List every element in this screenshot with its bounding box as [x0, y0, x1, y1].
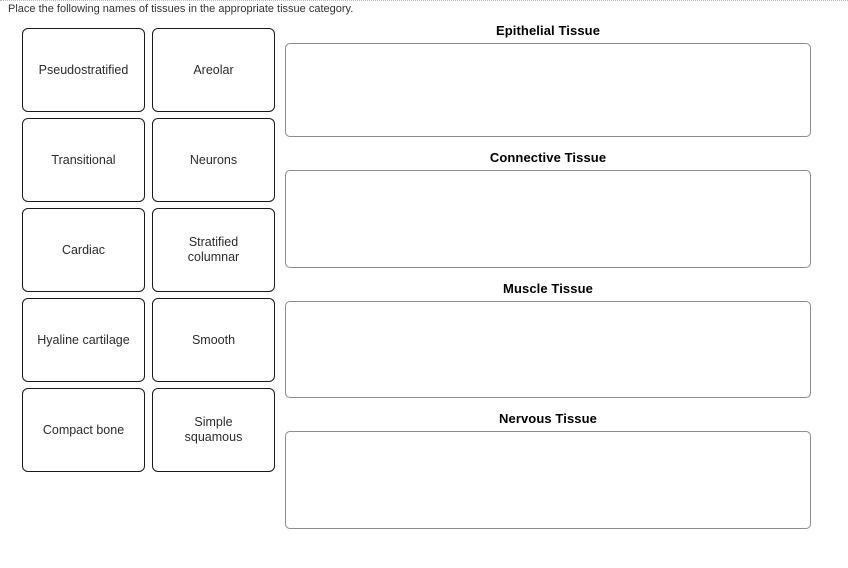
category-nervous: Nervous Tissue [285, 410, 811, 529]
dropzone-epithelial[interactable] [285, 43, 811, 137]
tile-label: Cardiac [61, 242, 106, 257]
tile-label: Smooth [191, 332, 236, 347]
tile-label: Areolar [193, 62, 234, 77]
tile-label: Compact bone [42, 422, 125, 437]
tile-compact-bone[interactable]: Compact bone [22, 388, 145, 472]
tile-label: Simple squamous [184, 415, 243, 444]
tile-cardiac[interactable]: Cardiac [22, 208, 145, 292]
tile-label: Hyaline cartilage [37, 332, 130, 347]
tile-label: Neurons [189, 152, 238, 167]
tile-label: Stratified columnar [187, 235, 240, 264]
dropzone-nervous[interactable] [285, 431, 811, 529]
tile-neurons[interactable]: Neurons [152, 118, 275, 202]
category-title-muscle: Muscle Tissue [503, 281, 593, 296]
instruction-text: Place the following names of tissues in … [8, 3, 354, 15]
tile-smooth[interactable]: Smooth [152, 298, 275, 382]
tile-hyaline-cartilage[interactable]: Hyaline cartilage [22, 298, 145, 382]
tile-label: Transitional [51, 152, 116, 167]
dropzone-connective[interactable] [285, 170, 811, 268]
category-epithelial: Epithelial Tissue [285, 22, 811, 137]
tile-areolar[interactable]: Areolar [152, 28, 275, 112]
category-column: Epithelial Tissue Connective Tissue Musc… [285, 22, 811, 541]
top-divider [0, 0, 848, 1]
tile-bank: Pseudostratified Areolar Transitional Ne… [22, 28, 278, 472]
category-title-nervous: Nervous Tissue [499, 411, 597, 426]
tile-pseudostratified[interactable]: Pseudostratified [22, 28, 145, 112]
tile-transitional[interactable]: Transitional [22, 118, 145, 202]
tile-label: Pseudostratified [38, 62, 129, 77]
category-title-epithelial: Epithelial Tissue [495, 23, 601, 38]
tile-simple-squamous[interactable]: Simple squamous [152, 388, 275, 472]
category-muscle: Muscle Tissue [285, 280, 811, 398]
category-title-connective: Connective Tissue [489, 150, 607, 165]
tile-stratified-columnar[interactable]: Stratified columnar [152, 208, 275, 292]
dropzone-muscle[interactable] [285, 301, 811, 398]
category-connective: Connective Tissue [285, 149, 811, 268]
